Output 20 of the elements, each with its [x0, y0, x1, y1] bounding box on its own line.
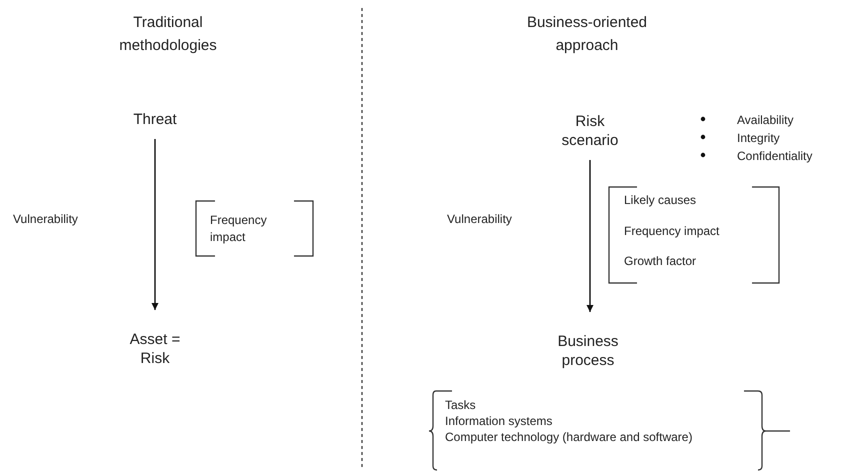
- node-label: Asset = Risk: [128, 330, 182, 368]
- bracket-item: Growth factor: [624, 253, 698, 270]
- node-label: Business process: [556, 332, 620, 370]
- bracket-item: Likely causes: [624, 192, 698, 209]
- bracket-item: Frequency impact: [624, 223, 720, 240]
- edge-note: Vulnerability: [447, 211, 513, 228]
- node-label: Threat: [132, 110, 178, 129]
- bracket-item: Frequency impact: [210, 212, 268, 246]
- arrow: [586, 160, 594, 312]
- arrow: [152, 139, 158, 310]
- column-heading: Business-oriented approach: [526, 13, 648, 56]
- column-heading: Traditional methodologies: [118, 13, 218, 56]
- node-label: Risk scenario: [560, 112, 620, 150]
- edge-note: Vulnerability: [13, 211, 79, 228]
- list-item: Information systems: [445, 413, 554, 430]
- bullet-item: Confidentiality: [737, 148, 814, 165]
- list-item: Tasks: [445, 397, 477, 414]
- list-item: Computer technology (hardware and software): [445, 429, 694, 446]
- bullet-item: Availability: [737, 112, 794, 129]
- bullet-item: Integrity: [737, 130, 781, 147]
